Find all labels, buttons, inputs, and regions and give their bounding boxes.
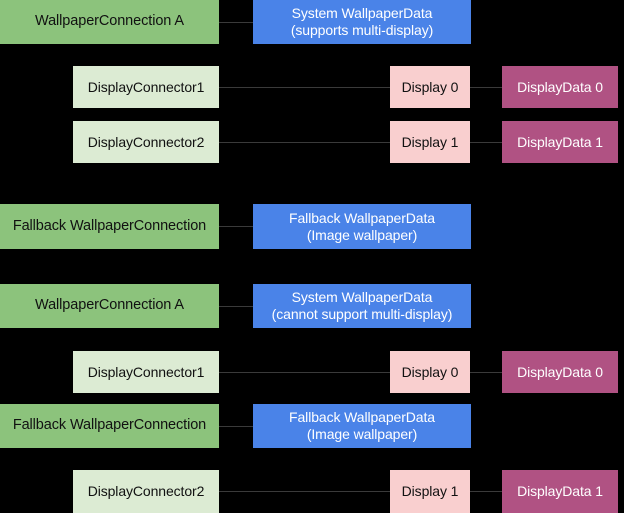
node-displaydata1-top[interactable]: DisplayData 1 (502, 121, 618, 163)
node-display-connector2-bottom[interactable]: DisplayConnector2 (73, 470, 219, 513)
node-displaydata0-bottom[interactable]: DisplayData 0 (502, 351, 618, 393)
node-display-connector2-top[interactable]: DisplayConnector2 (73, 121, 219, 163)
node-fallback-wallpaper-connection-top[interactable]: Fallback WallpaperConnection (0, 204, 219, 249)
node-fallback-wallpaper-connection-bottom[interactable]: Fallback WallpaperConnection (0, 404, 219, 448)
node-fallback-wallpaperdata-top[interactable]: Fallback WallpaperData (Image wallpaper) (253, 204, 471, 249)
node-display0-bottom[interactable]: Display 0 (390, 351, 470, 393)
edge-connector2-line (219, 142, 390, 143)
node-display-connector1-bottom[interactable]: DisplayConnector1 (73, 351, 219, 393)
node-displaydata1-bottom[interactable]: DisplayData 1 (502, 470, 618, 513)
edge-display0-to-displaydata0-bottom (470, 372, 502, 373)
node-system-wallpaperdata-bottom[interactable]: System WallpaperData (cannot support mul… (253, 284, 471, 328)
edge-connector1-line (219, 87, 390, 88)
edge-connection-a-to-data-bottom (219, 306, 253, 307)
edge-display1-to-displaydata1 (470, 142, 502, 143)
node-display0-top[interactable]: Display 0 (390, 66, 470, 108)
node-displaydata0-top[interactable]: DisplayData 0 (502, 66, 618, 108)
node-wallpaper-connection-a-bottom[interactable]: WallpaperConnection A (0, 284, 219, 328)
node-system-wallpaperdata-top[interactable]: System WallpaperData (supports multi-dis… (253, 0, 471, 44)
edge-connection-a-to-data (219, 22, 253, 23)
edge-display0-to-displaydata0 (470, 87, 502, 88)
edge-fallback-connection-to-data (219, 226, 253, 227)
node-display1-top[interactable]: Display 1 (390, 121, 470, 163)
edge-connector1-line-bottom (219, 372, 390, 373)
node-wallpaper-connection-a-top[interactable]: WallpaperConnection A (0, 0, 219, 44)
edge-display1-to-displaydata1-bottom (470, 491, 502, 492)
edge-fallback-connection-to-data-bottom (219, 426, 253, 427)
node-display1-bottom[interactable]: Display 1 (390, 470, 470, 513)
node-fallback-wallpaperdata-bottom[interactable]: Fallback WallpaperData (Image wallpaper) (253, 404, 471, 448)
edge-connector2-line-bottom (219, 491, 390, 492)
node-display-connector1-top[interactable]: DisplayConnector1 (73, 66, 219, 108)
